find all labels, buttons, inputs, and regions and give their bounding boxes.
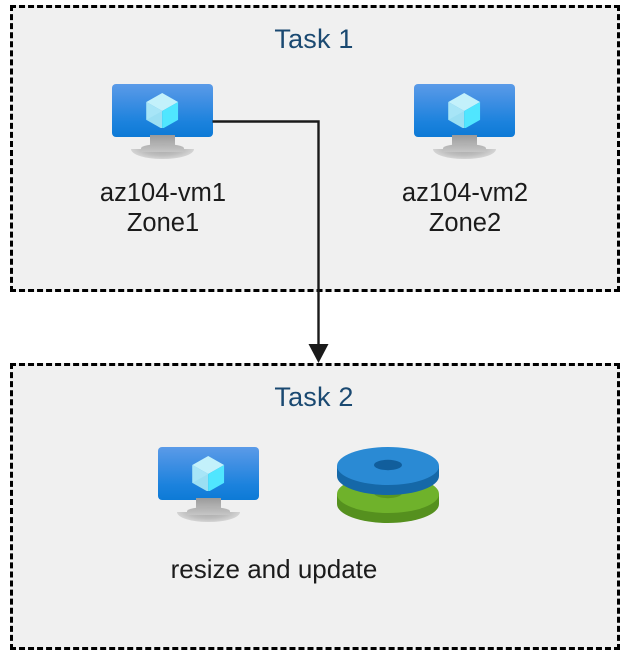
- arrowhead-icon: [308, 344, 329, 363]
- vm-stand-base: [433, 144, 496, 159]
- task-1-title: Task 1: [274, 24, 354, 54]
- vm2-label: az104-vm2 Zone2: [401, 179, 529, 237]
- disk-stack-glyph: [337, 447, 439, 523]
- vm1-label: az104-vm1 Zone1: [99, 179, 227, 237]
- task-2-container: [10, 363, 620, 650]
- azure-virtual-machine-icon: [414, 84, 515, 162]
- azure-managed-disk-icon: [333, 446, 443, 526]
- vm-stand-base: [131, 144, 194, 159]
- vm-cube-glyph: [146, 92, 179, 129]
- task-2-title: Task 2: [274, 382, 354, 412]
- azure-virtual-machine-icon: [112, 84, 213, 162]
- vm-stand-base: [177, 507, 240, 522]
- vm-cube-glyph: [448, 92, 481, 129]
- blue-disk: [337, 447, 439, 495]
- resize-and-update-label: resize and update: [170, 554, 378, 584]
- vm-cube-glyph: [192, 455, 225, 492]
- azure-virtual-machine-icon: [158, 447, 259, 525]
